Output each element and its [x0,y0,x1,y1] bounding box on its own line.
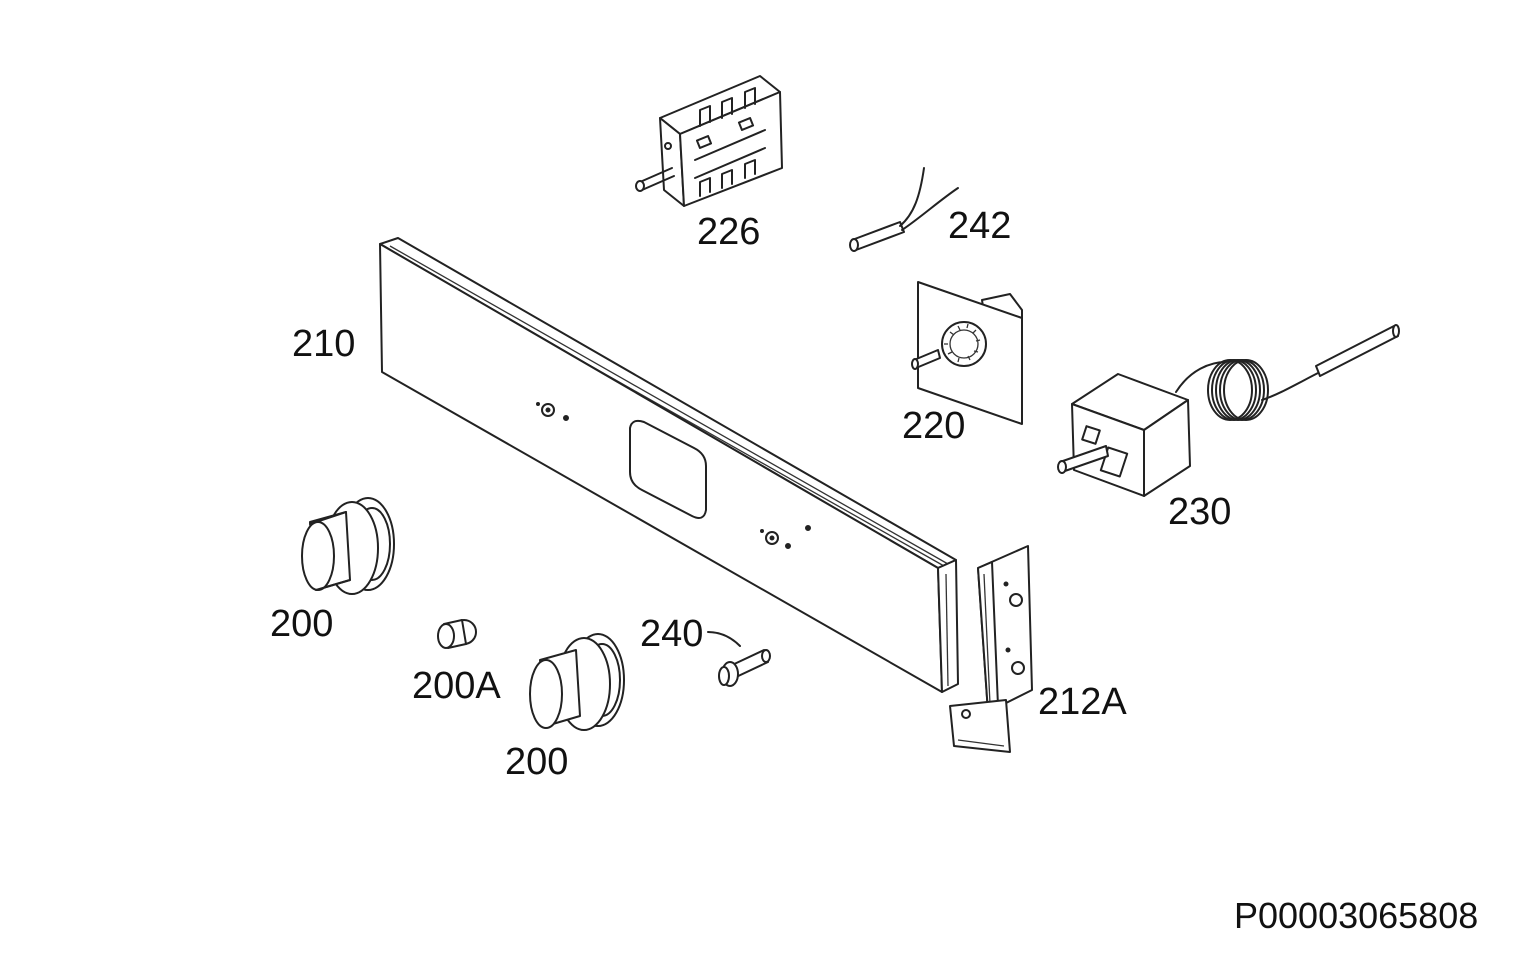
lamp-240 [707,631,771,687]
wire-probe-242 [849,167,959,252]
part-label-242: 242 [948,205,1011,247]
drawing-code: P00003065808 [1234,895,1478,936]
part-label-200-upper: 200 [270,603,333,645]
knob-200-lower [529,633,625,731]
part-label-230: 230 [1168,491,1231,533]
part-label-210: 210 [292,323,355,365]
knob-200-upper [301,497,395,595]
part-label-226: 226 [697,211,760,253]
bracket-212A [949,545,1033,753]
timer-220 [911,281,1023,425]
part-label-240: 240 [640,613,703,655]
selector-switch-226 [635,75,783,207]
part-label-212A: 212A [1038,681,1127,723]
part-label-220: 220 [902,405,965,447]
control-panel-210 [379,237,959,693]
part-label-200A: 200A [412,665,501,707]
knob-insert-200A [437,619,477,649]
part-label-200-lower: 200 [505,741,568,783]
thermostat-230 [1057,324,1400,497]
